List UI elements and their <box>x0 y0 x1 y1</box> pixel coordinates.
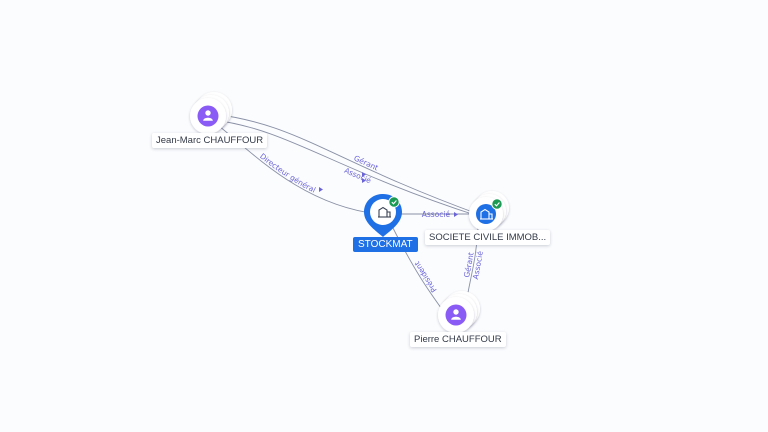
arrow-marker <box>454 212 458 217</box>
person-icon <box>203 110 213 121</box>
arrow-marker <box>362 178 366 183</box>
edge-stockmat-societe[interactable]: Associé <box>393 210 479 219</box>
verified-badge-icon <box>491 198 503 210</box>
node-stockmat[interactable] <box>364 194 402 237</box>
node-label-pierre[interactable]: Pierre CHAUFFOUR <box>410 332 506 347</box>
arrow-marker <box>362 172 366 177</box>
building-icon <box>480 208 493 220</box>
node-societe-civile[interactable] <box>469 191 509 231</box>
arrow-marker <box>319 187 323 192</box>
node-label-jean-marc[interactable]: Jean-Marc CHAUFFOUR <box>152 133 268 148</box>
svg-text:Directeur général: Directeur général <box>258 152 317 195</box>
node-label-societe-civile[interactable]: SOCIETE CIVILE IMMOB... <box>425 230 551 245</box>
verified-badge-icon <box>388 196 400 208</box>
person-icon <box>451 309 461 320</box>
node-jean-marc-chauffour[interactable] <box>190 92 232 134</box>
node-label-stockmat[interactable]: STOCKMAT <box>353 237 418 252</box>
node-pierre-chauffour[interactable] <box>438 291 480 333</box>
svg-text:Président: Président <box>412 260 438 294</box>
edge-label-directeur-general: Directeur général <box>258 152 317 195</box>
edge-label-president: Président <box>412 260 438 294</box>
edge-label-gerant: Gérant <box>352 154 379 173</box>
edge-label-associe-stockmat: Associé <box>422 210 451 219</box>
building-icon <box>378 206 391 218</box>
svg-text:Gérant: Gérant <box>352 154 379 173</box>
svg-text:Associé: Associé <box>422 210 451 219</box>
edge-jean-marc-societe-gerant[interactable]: Gérant <box>213 113 479 215</box>
